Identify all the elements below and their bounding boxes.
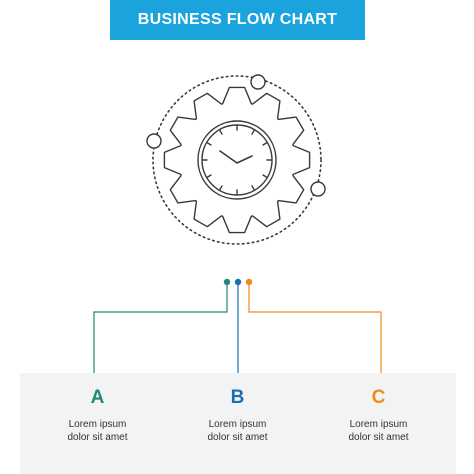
satellite-circle-top — [250, 74, 266, 90]
step-card-c: C Lorem ipsum dolor sit amet — [301, 373, 456, 474]
step-text-a-line1: Lorem ipsum — [68, 419, 127, 430]
connector-dot-c — [245, 278, 253, 286]
clock-tick — [262, 174, 268, 178]
clock-tick — [262, 142, 268, 146]
step-letter-b: B — [230, 387, 245, 408]
step-text-b: Lorem ipsum dolor sit amet — [160, 418, 315, 444]
gear-with-clock-icon — [146, 74, 326, 245]
clock-tick — [219, 129, 223, 135]
clock-hands — [219, 150, 253, 164]
clock-tick — [206, 174, 212, 178]
title-banner: BUSINESS FLOW CHART — [110, 0, 365, 40]
satellite-circle-left — [146, 133, 162, 149]
page-title: BUSINESS FLOW CHART — [137, 11, 338, 28]
step-text-b-line2: dolor sit amet — [207, 432, 268, 443]
step-text-a-line2: dolor sit amet — [67, 432, 128, 443]
step-card-b: B Lorem ipsum dolor sit amet — [160, 373, 315, 474]
step-letter-c: C — [371, 387, 386, 408]
connector-line-a — [93, 285, 228, 373]
clock-tick — [251, 129, 255, 135]
step-card-a: A Lorem ipsum dolor sit amet — [20, 373, 175, 474]
step-text-b-line1: Lorem ipsum — [208, 419, 267, 430]
clock-tick — [206, 142, 212, 146]
orbit-dotted-ring — [152, 75, 322, 245]
clock-inner-ring — [201, 124, 273, 196]
connector-dot-a — [223, 278, 231, 286]
satellite-circle-right — [310, 181, 326, 197]
clock-tick — [251, 185, 255, 191]
connector-line-c — [248, 285, 382, 373]
step-text-c-line1: Lorem ipsum — [349, 419, 408, 430]
step-letter-a: A — [90, 387, 105, 408]
gear-outline — [163, 86, 311, 234]
connector-dot-b — [234, 278, 242, 286]
step-text-c-line2: dolor sit amet — [348, 432, 409, 443]
clock-tick — [219, 185, 223, 191]
step-text-c: Lorem ipsum dolor sit amet — [301, 418, 456, 444]
clock-ticks — [202, 125, 272, 195]
clock-face — [197, 120, 277, 200]
step-text-a: Lorem ipsum dolor sit amet — [20, 418, 175, 444]
